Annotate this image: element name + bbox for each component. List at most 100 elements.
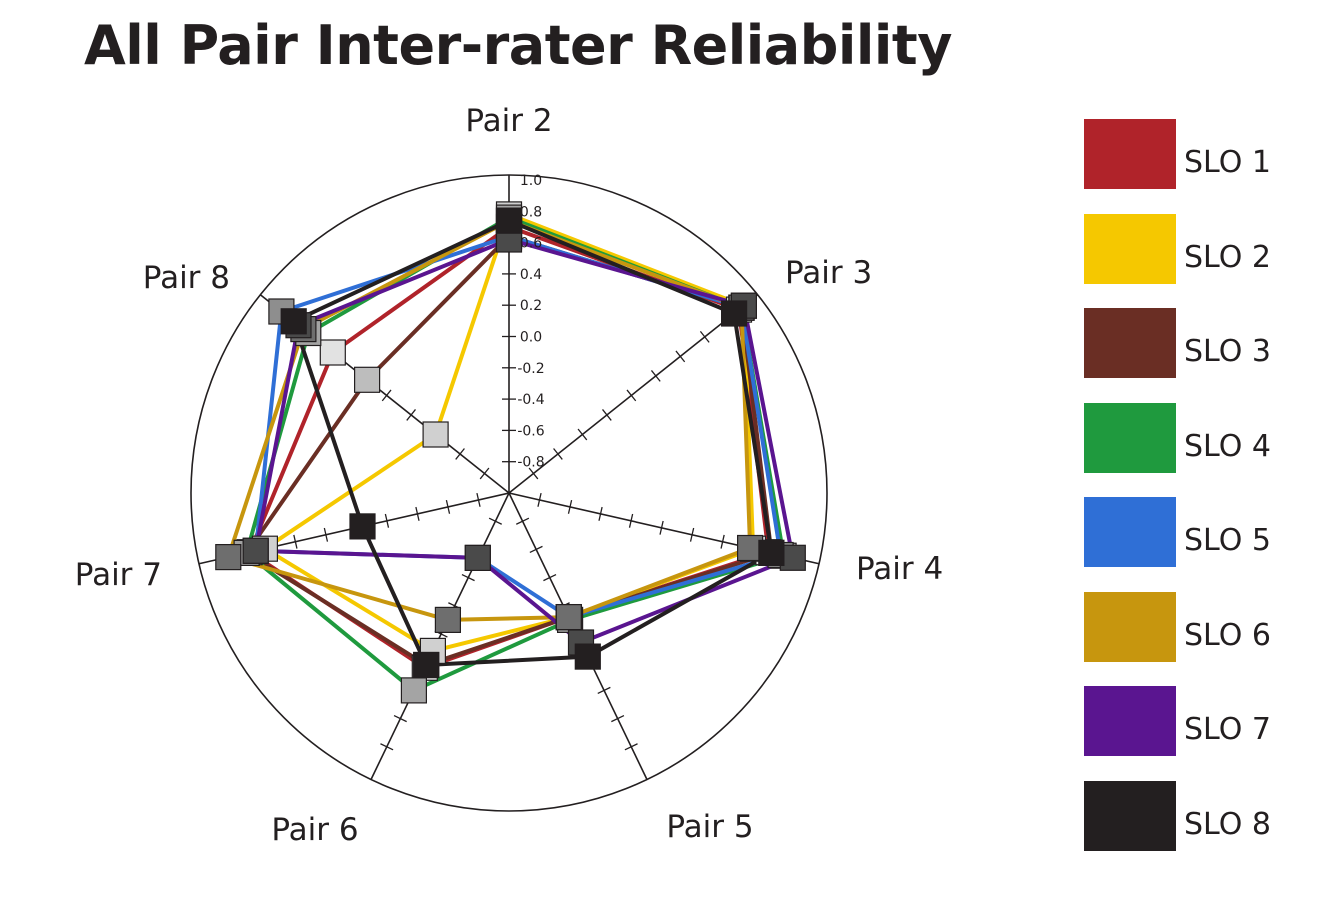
tick-mark [720,534,725,549]
data-point-marker [574,643,601,670]
radar-chart: 1.0 0.8 0.6 0.4 0.2 0.0 -0.2 -0.4 -0.6 -0.8 Pair 2… [75,103,943,848]
data-point-marker [400,677,427,704]
axis-label: Pair 4 [856,551,943,587]
legend-label: SLO 7 [1184,712,1271,747]
legend-label: SLO 1 [1184,145,1271,180]
tick-mark [611,714,625,723]
data-point-marker [319,339,346,366]
legend-item: SLO 8 [1084,780,1304,876]
data-point-marker [720,300,748,327]
tick-mark [461,573,475,582]
data-point-marker [215,543,242,571]
legend-item: SLO 3 [1084,308,1304,403]
tick-mark [488,517,503,525]
axis-label: Pair 3 [785,255,872,291]
legend-swatch [1084,308,1176,378]
legend-label: SLO 6 [1184,617,1271,653]
tick-mark [543,573,557,582]
axis-label: Pair 2 [465,103,552,139]
tick-mark [650,370,661,382]
radial-tick-label: -0.8 [517,455,544,471]
tick-mark [602,409,612,421]
tick-mark [528,467,539,480]
radial-tick-label: 0.4 [520,267,542,283]
legend-item: SLO 6 [1084,591,1304,687]
legend-item: SLO 4 [1084,402,1304,498]
data-point-marker [434,606,461,634]
chart-title: All Pair Inter-rater Reliability [84,14,952,77]
tick-mark [380,743,394,751]
axis-label: Pair 8 [143,260,230,296]
legend-label: SLO 4 [1184,428,1271,464]
axis-label: Pair 5 [666,809,753,845]
series-line [253,234,783,620]
tick-mark [445,499,451,514]
tick-mark [384,513,390,528]
legend-label: SLO 2 [1184,239,1271,275]
tick-mark [577,428,588,441]
radial-tick-label: 0.8 [520,204,542,220]
radial-tick-label: -0.6 [517,423,544,439]
data-point-marker [349,513,376,540]
tick-mark [515,517,530,525]
tick-mark [675,350,686,363]
tick-mark [537,492,542,507]
data-point-marker [464,544,491,572]
legend-item: SLO 2 [1084,213,1304,309]
series-line [291,218,774,667]
tick-mark [381,389,392,402]
legend-swatch [1084,686,1176,756]
tick-mark [626,389,637,402]
tick-mark [455,448,465,460]
legend-item: SLO 1 [1084,119,1304,214]
radial-tick-label: 0.2 [520,298,542,314]
data-point-marker [242,537,269,564]
radial-tick-label: 0.6 [520,236,542,252]
data-point-marker [280,308,307,335]
radial-tick-label: 0.0 [520,330,542,346]
tick-mark [567,499,573,514]
legend-label: SLO 3 [1184,334,1271,369]
tick-mark [393,714,407,723]
axis-label: Pair 7 [75,557,162,593]
radial-tick-label: -0.2 [517,361,544,377]
tick-mark [659,520,664,535]
tick-mark [415,506,420,521]
radial-tick-label: -0.4 [517,392,544,408]
data-point-marker [413,651,440,679]
legend-swatch [1084,402,1176,473]
legend-swatch [1084,119,1176,189]
axis-label: Pair 6 [271,812,358,848]
legend-swatch [1084,780,1176,851]
tick-mark [689,527,695,542]
spoke-axis [508,294,759,494]
series-line [253,237,795,645]
legend-item: SLO 7 [1084,686,1304,781]
tick-mark [406,409,416,421]
tick-mark [323,527,329,542]
tick-mark [628,513,634,528]
tick-mark [597,686,611,695]
spoke-axis [370,492,510,780]
tick-mark [479,467,490,480]
legend-swatch [1084,213,1176,284]
radial-tick-label: 1.0 [520,173,542,189]
legend: SLO 1 SLO 2 SLO 3 SLO 4 SLO 5 SLO 6 SLO … [1084,119,1304,875]
tick-mark [699,331,710,343]
tick-mark [553,448,563,460]
legend-label: SLO 5 [1184,523,1271,558]
tick-mark [476,492,481,507]
legend-item: SLO 5 [1084,497,1304,592]
tick-mark [598,506,603,521]
data-point-marker [555,603,582,631]
data-point-marker [495,207,523,234]
tick-mark [529,545,543,554]
data-point-marker [758,539,785,567]
tick-mark [293,534,298,549]
legend-swatch [1084,497,1176,567]
legend-swatch [1084,591,1176,662]
data-point-marker [422,421,449,448]
tick-mark [624,743,638,751]
legend-label: SLO 8 [1184,806,1271,842]
data-point-marker [354,366,381,393]
